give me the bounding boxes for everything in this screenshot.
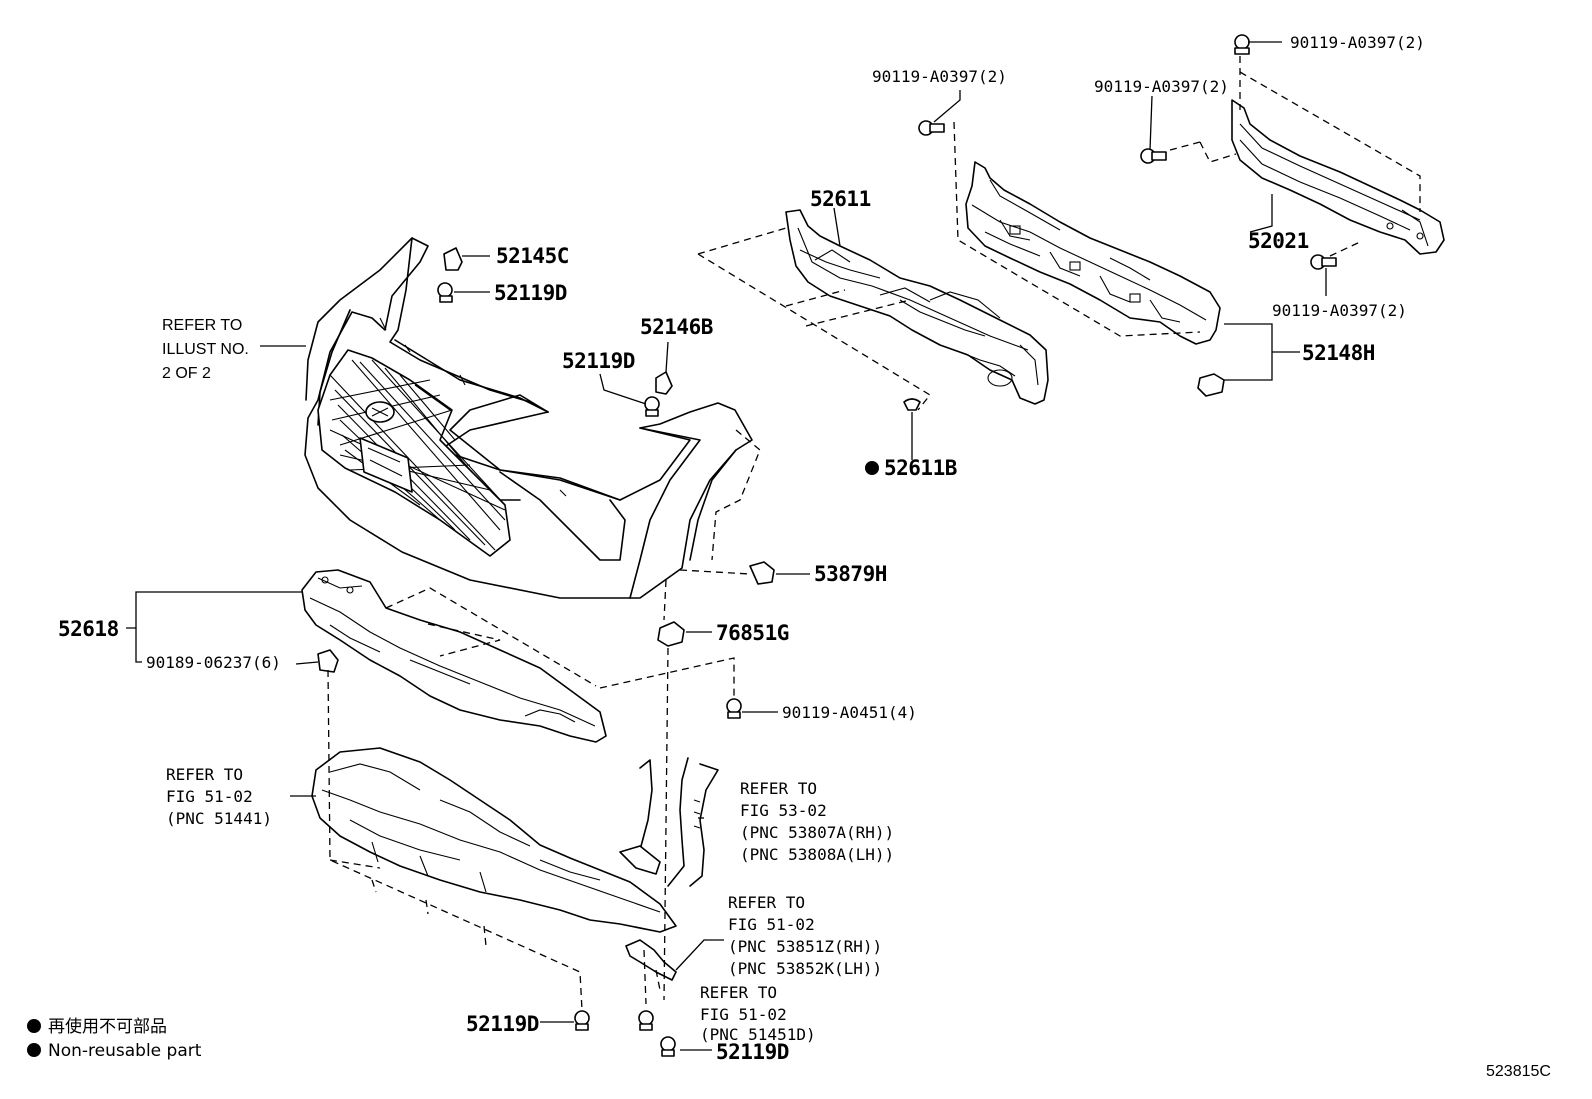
refer-note-fig-51-02-seal: REFER TO FIG 51-02 (PNC 51451D): [700, 983, 816, 1044]
bolt-icon: [1234, 34, 1250, 55]
svg-text:FIG 53-02: FIG 53-02: [740, 801, 827, 820]
refer-note-illust: REFER TO ILLUST NO. 2 OF 2: [162, 317, 249, 382]
part-number-52611: 52611: [810, 187, 871, 211]
svg-text:REFER TO: REFER TO: [162, 317, 242, 334]
svg-text:REFER TO: REFER TO: [728, 893, 805, 912]
bolt-icon: [574, 1010, 590, 1031]
svg-text:(PNC 51451D): (PNC 51451D): [700, 1025, 816, 1044]
bolt-icon: [726, 698, 742, 719]
svg-text:(PNC 51441): (PNC 51441): [166, 809, 272, 828]
part-number-52021: 52021: [1248, 229, 1309, 253]
legend-en: Non-reusable part: [48, 1041, 202, 1061]
part-number-52119D-bottom-left: 52119D: [466, 1012, 539, 1036]
svg-text:(PNC 53808A(LH)): (PNC 53808A(LH)): [740, 845, 894, 864]
non-reusable-mark-icon: [865, 461, 879, 475]
legend: 再使用不可部品 Non-reusable part: [27, 1016, 202, 1061]
part-number-52119D-top: 52119D: [494, 281, 567, 305]
bolt-number-d: 90119-A0397(2): [1272, 301, 1407, 320]
part-number-52146B: 52146B: [640, 315, 713, 339]
part-number-52119D-bottom-right: 52119D: [716, 1040, 789, 1064]
bolt-icon: [660, 1036, 676, 1057]
bumper-cover: [304, 237, 753, 599]
assembly-dashed-lines: [327, 56, 1421, 1011]
svg-text:ILLUST NO.: ILLUST NO.: [162, 341, 249, 358]
nut-icon: [1197, 373, 1225, 397]
bracket-52148H: [965, 161, 1221, 345]
svg-text:FIG 51-02: FIG 51-02: [166, 787, 253, 806]
figure-id: 523815C: [1486, 1063, 1551, 1080]
part-number-52618: 52618: [58, 617, 119, 641]
part-number-52148H: 52148H: [1302, 341, 1375, 365]
part-number-53879H: 53879H: [814, 562, 887, 586]
fender-liner: [619, 757, 719, 887]
svg-text:2 OF 2: 2 OF 2: [162, 365, 211, 382]
non-reusable-mark-icon: [27, 1019, 41, 1033]
absorber-52611: [785, 209, 1049, 405]
svg-text:REFER TO: REFER TO: [740, 779, 817, 798]
splash-shield-bracket: [625, 939, 677, 981]
refer-note-fig-51-02-splash: REFER TO FIG 51-02 (PNC 53851Z(RH)) (PNC…: [728, 893, 882, 978]
clip-icon: [443, 247, 463, 271]
part-number-76851G: 76851G: [716, 621, 789, 645]
nut-icon: [657, 621, 685, 647]
svg-text:(PNC 53852K(LH)): (PNC 53852K(LH)): [728, 959, 882, 978]
bolt-icon: [638, 1010, 654, 1031]
clip-icon: [749, 561, 775, 585]
bolt-icon: [1140, 148, 1167, 164]
part-number-52611B: 52611B: [884, 456, 957, 480]
bolt-number-e: 90119-A0451(4): [782, 703, 917, 722]
part-number-52145C: 52145C: [496, 244, 569, 268]
reinforcement-52021: [1231, 99, 1445, 255]
svg-text:REFER TO: REFER TO: [700, 983, 777, 1002]
bolt-number-c: 90119-A0397(2): [1094, 77, 1229, 96]
non-reusable-mark-icon: [27, 1043, 41, 1057]
bolt-icon: [437, 282, 453, 303]
refer-note-fig-53-02: REFER TO FIG 53-02 (PNC 53807A(RH)) (PNC…: [740, 779, 894, 864]
bolt-number-b: 90119-A0397(2): [872, 67, 1007, 86]
refer-note-fig-51-02-under-cover: REFER TO FIG 51-02 (PNC 51441): [166, 765, 272, 828]
clip-number: 90189-06237(6): [146, 653, 281, 672]
spoiler-52618: [301, 569, 607, 743]
clip-icon: [655, 371, 673, 395]
legend-jp: 再使用不可部品: [48, 1016, 167, 1037]
bolt-icon: [644, 396, 660, 417]
svg-text:FIG 51-02: FIG 51-02: [728, 915, 815, 934]
bolt-icon: [918, 120, 945, 136]
push-rivet-icon: [903, 398, 921, 411]
engine-under-cover: [311, 747, 677, 933]
clip-icon: [317, 649, 339, 673]
svg-text:REFER TO: REFER TO: [166, 765, 243, 784]
part-number-52119D-mid: 52119D: [562, 349, 635, 373]
bolt-icon: [1310, 254, 1337, 270]
bolt-number-a: 90119-A0397(2): [1290, 33, 1425, 52]
leader-lines: [126, 41, 1327, 1051]
svg-text:(PNC 53807A(RH)): (PNC 53807A(RH)): [740, 823, 894, 842]
svg-text:FIG 51-02: FIG 51-02: [700, 1005, 787, 1024]
svg-text:(PNC 53851Z(RH)): (PNC 53851Z(RH)): [728, 937, 882, 956]
